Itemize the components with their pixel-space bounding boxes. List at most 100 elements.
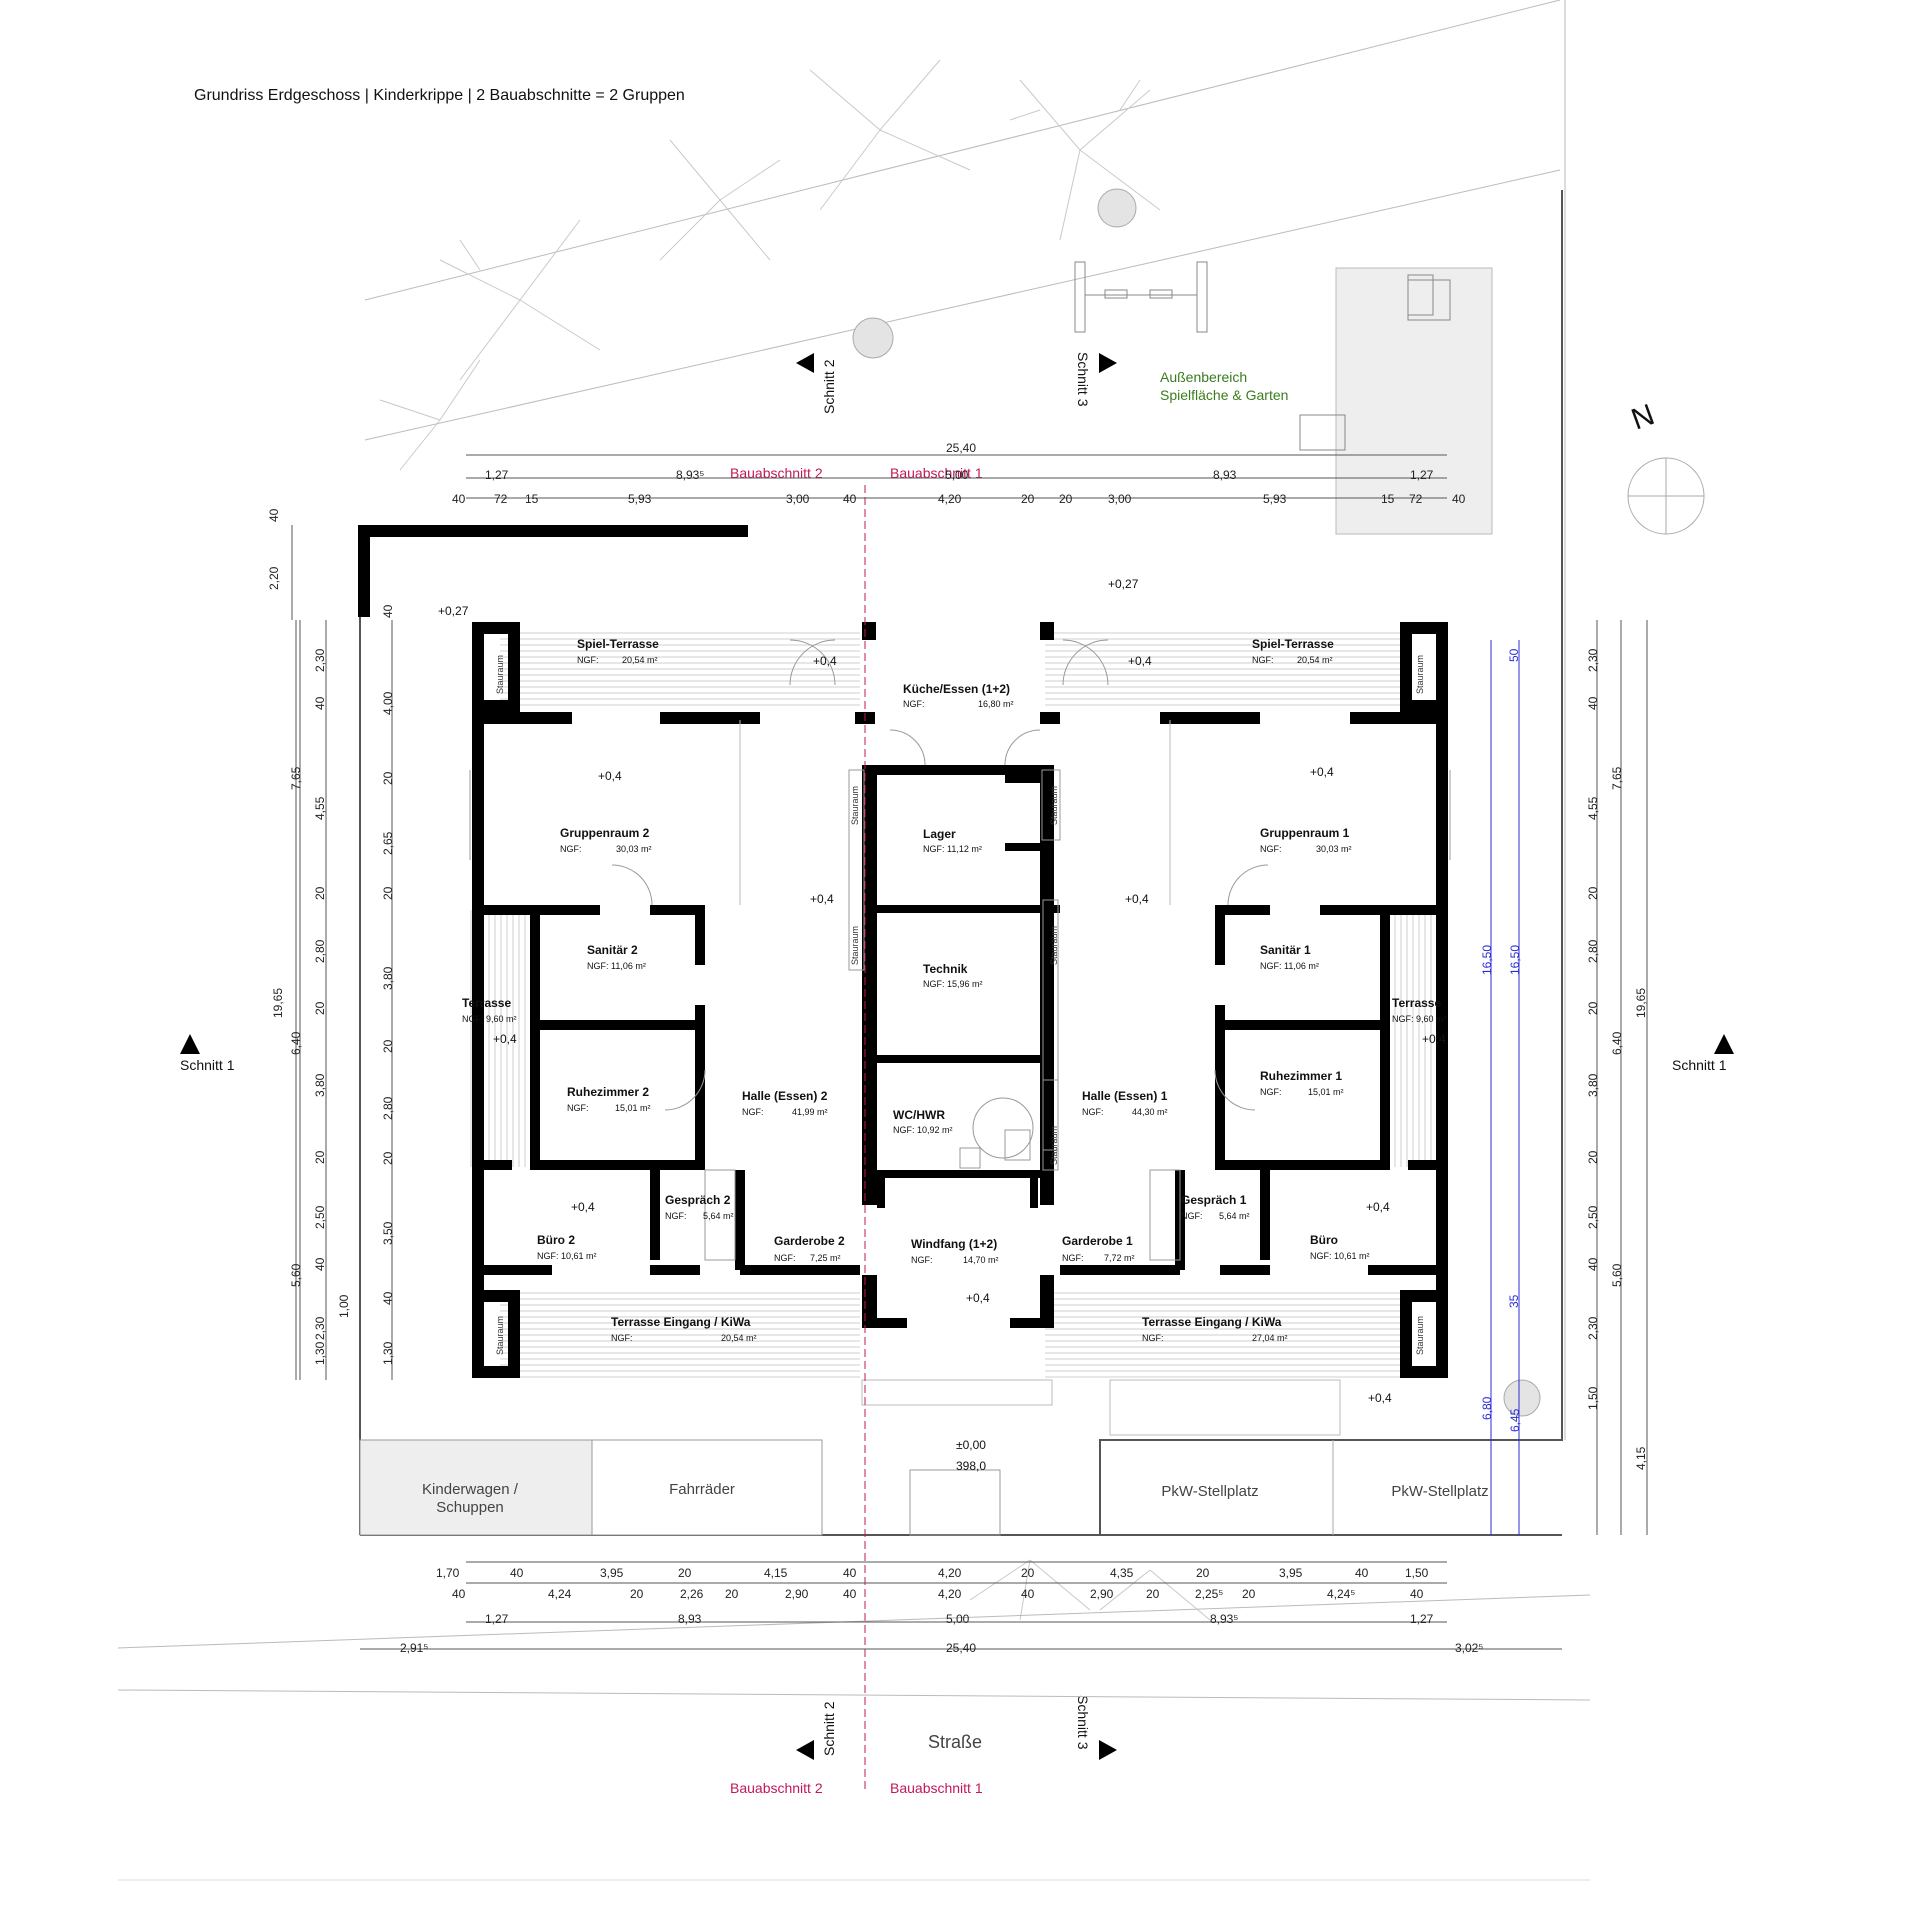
svg-text:20: 20 (381, 1039, 395, 1053)
svg-text:20: 20 (1586, 1001, 1600, 1015)
stauraum-7: Stauraum (1049, 786, 1059, 825)
room-gruppenraum-1: Gruppenraum 1 (1260, 826, 1350, 840)
svg-text:NGF:: NGF: (567, 1103, 589, 1113)
svg-text:1,50: 1,50 (1586, 1386, 1600, 1410)
svg-text:2,50: 2,50 (313, 1205, 327, 1229)
svg-text:5,93: 5,93 (628, 492, 652, 506)
room-wc-hwr: WC/HWR (893, 1108, 945, 1122)
room-gespraech-1: Gespräch 1 (1181, 1193, 1247, 1207)
svg-text:35: 35 (1507, 1294, 1521, 1308)
svg-text:NGF:: NGF: (903, 699, 925, 709)
svg-text:NGF:: NGF: (1082, 1107, 1104, 1117)
svg-text:1,27: 1,27 (485, 1612, 509, 1626)
svg-text:2,91⁵: 2,91⁵ (400, 1641, 428, 1655)
room-spiel-terrasse-2: Spiel-Terrasse (577, 637, 659, 651)
svg-text:1,70: 1,70 (436, 1566, 460, 1580)
stairs-icon (1299, 414, 1346, 451)
svg-text:2,25⁵: 2,25⁵ (1195, 1587, 1223, 1601)
svg-text:4,00: 4,00 (381, 691, 395, 715)
svg-text:40: 40 (1355, 1566, 1369, 1580)
svg-text:NGF:: NGF: (577, 655, 599, 665)
level-marker: +0,4 (571, 1200, 595, 1214)
svg-text:2,50: 2,50 (1586, 1205, 1600, 1229)
stauraum-2: Stauraum (1415, 655, 1425, 694)
stroller-shed-label-2: Schuppen (436, 1499, 504, 1516)
svg-text:NGF:: NGF: (1142, 1333, 1164, 1343)
svg-text:NGF:: NGF: (560, 844, 582, 854)
svg-text:1,50: 1,50 (1405, 1566, 1429, 1580)
playground-area (1335, 267, 1493, 535)
svg-text:40: 40 (1586, 696, 1600, 710)
tree-icon (379, 59, 1211, 1621)
level-marker: +0,4 (1422, 1032, 1446, 1046)
svg-text:4,15: 4,15 (1634, 1446, 1648, 1470)
schnitt-3-bottom: Schnitt 3 (1075, 1695, 1091, 1750)
room-garderobe-2: Garderobe 2 (774, 1234, 845, 1248)
svg-text:20: 20 (313, 1150, 327, 1164)
svg-text:5,64 m²: 5,64 m² (703, 1211, 734, 1221)
svg-text:20: 20 (313, 1001, 327, 1015)
level-marker: 398,0 (956, 1459, 986, 1473)
svg-text:3,95: 3,95 (1279, 1566, 1303, 1580)
stauraum-1: Stauraum (495, 655, 505, 694)
room-terrasse-2: Terrasse (462, 996, 511, 1010)
svg-text:40: 40 (452, 1587, 466, 1601)
svg-text:20,54 m²: 20,54 m² (1297, 655, 1333, 665)
svg-text:5,60: 5,60 (1610, 1263, 1624, 1287)
terrasse-eingang-1-deck (1045, 1288, 1405, 1378)
svg-text:NGF:: NGF: (1260, 844, 1282, 854)
svg-text:NGF:: NGF: (611, 1333, 633, 1343)
svg-text:16,50: 16,50 (1480, 945, 1494, 975)
svg-text:20: 20 (1196, 1566, 1210, 1580)
svg-text:NGF: 9,60 m²: NGF: 9,60 m² (1392, 1014, 1447, 1024)
svg-text:50: 50 (1507, 648, 1521, 662)
level-marker: +0,27 (1108, 577, 1139, 591)
svg-text:2,80: 2,80 (1586, 939, 1600, 963)
svg-text:8,93: 8,93 (1213, 468, 1237, 482)
svg-text:25,40: 25,40 (946, 441, 976, 455)
stauraum-4: Stauraum (1415, 1316, 1425, 1355)
svg-text:3,50: 3,50 (381, 1221, 395, 1245)
room-kueche: Küche/Essen (1+2) (903, 682, 1010, 696)
svg-text:NGF: 10,61 m²: NGF: 10,61 m² (1310, 1251, 1370, 1261)
compass-icon (1627, 457, 1705, 535)
svg-text:2,65: 2,65 (381, 831, 395, 855)
room-terrasse-eingang-2: Terrasse Eingang / KiWa (611, 1315, 751, 1329)
svg-text:6,40: 6,40 (289, 1031, 303, 1055)
room-windfang: Windfang (1+2) (911, 1237, 997, 1251)
dimension-lines (291, 454, 1648, 1650)
svg-text:40: 40 (452, 492, 466, 506)
svg-text:NGF:: NGF: (911, 1255, 933, 1265)
svg-text:3,00: 3,00 (786, 492, 810, 506)
room-gruppenraum-2: Gruppenraum 2 (560, 826, 650, 840)
svg-text:40: 40 (313, 1257, 327, 1271)
svg-text:40: 40 (1452, 492, 1466, 506)
svg-text:2,20: 2,20 (267, 566, 281, 590)
svg-text:NGF:: NGF: (1252, 655, 1274, 665)
svg-text:3,80: 3,80 (1586, 1073, 1600, 1097)
room-spiel-terrasse-1: Spiel-Terrasse (1252, 637, 1334, 651)
level-marker: +0,4 (1125, 892, 1149, 906)
svg-text:27,04 m²: 27,04 m² (1252, 1333, 1288, 1343)
stroller-shed (359, 1439, 593, 1536)
room-sanitaer-1: Sanitär 1 (1260, 943, 1311, 957)
svg-text:3,80: 3,80 (381, 966, 395, 990)
room-buero-2: Büro 2 (537, 1233, 575, 1247)
terrasse-eingang-2-deck (500, 1288, 860, 1378)
schnitt-2-bottom: Schnitt 2 (821, 1701, 837, 1756)
svg-text:15: 15 (525, 492, 539, 506)
svg-text:4,24: 4,24 (548, 1587, 572, 1601)
walls (472, 622, 1448, 1378)
svg-text:40: 40 (843, 1566, 857, 1580)
bauabschnitt-1-bottom: Bauabschnitt 1 (890, 1780, 983, 1796)
room-ruhezimmer-2: Ruhezimmer 2 (567, 1085, 649, 1099)
svg-text:7,65: 7,65 (289, 766, 303, 790)
room-terrasse-1: Terrasse (1392, 996, 1441, 1010)
bauabschnitt-2-top: Bauabschnitt 2 (730, 465, 823, 481)
svg-text:1,30: 1,30 (313, 1341, 327, 1365)
svg-text:20: 20 (381, 1151, 395, 1165)
room-halle-2: Halle (Essen) 2 (742, 1089, 828, 1103)
svg-text:NGF:: NGF: (665, 1211, 687, 1221)
svg-text:30,03 m²: 30,03 m² (616, 844, 652, 854)
svg-text:20: 20 (1242, 1587, 1256, 1601)
